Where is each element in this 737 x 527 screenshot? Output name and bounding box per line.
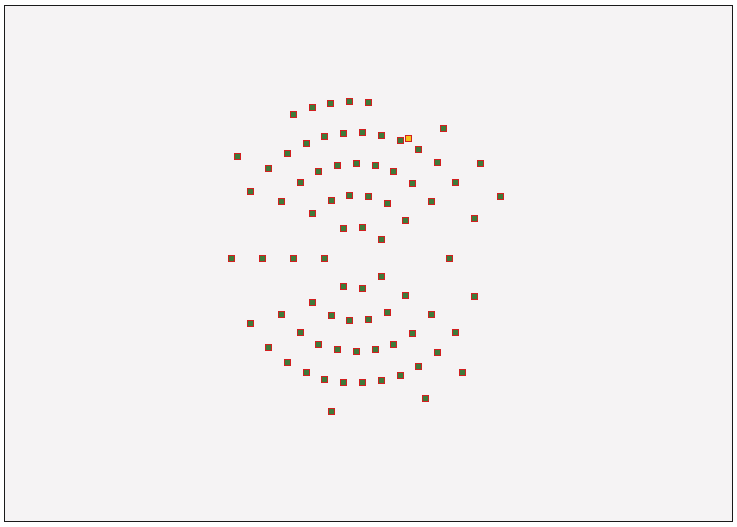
point[interactable] [259, 255, 266, 262]
point[interactable] [471, 293, 478, 300]
point[interactable] [365, 316, 372, 323]
point[interactable] [346, 317, 353, 324]
point[interactable] [415, 363, 422, 370]
point[interactable] [471, 215, 478, 222]
point[interactable] [327, 100, 334, 107]
point[interactable] [297, 179, 304, 186]
point[interactable] [309, 299, 316, 306]
point[interactable] [321, 255, 328, 262]
point[interactable] [315, 168, 322, 175]
point[interactable] [290, 111, 297, 118]
point[interactable] [409, 180, 416, 187]
point[interactable] [290, 255, 297, 262]
point[interactable] [309, 104, 316, 111]
point[interactable] [340, 225, 347, 232]
point[interactable] [265, 344, 272, 351]
point[interactable] [247, 188, 254, 195]
point[interactable] [303, 369, 310, 376]
point[interactable] [390, 168, 397, 175]
point[interactable] [328, 408, 335, 415]
point[interactable] [328, 312, 335, 319]
point[interactable] [346, 98, 353, 105]
point[interactable] [397, 372, 404, 379]
point[interactable] [297, 329, 304, 336]
point[interactable] [440, 125, 447, 132]
point[interactable] [428, 198, 435, 205]
point[interactable] [346, 192, 353, 199]
point[interactable] [315, 341, 322, 348]
point[interactable] [359, 129, 366, 136]
point[interactable] [446, 255, 453, 262]
point[interactable] [359, 224, 366, 231]
point[interactable] [365, 99, 372, 106]
point[interactable] [390, 341, 397, 348]
point[interactable] [402, 292, 409, 299]
point[interactable] [334, 162, 341, 169]
point[interactable] [303, 140, 310, 147]
point[interactable] [340, 379, 347, 386]
point[interactable] [284, 359, 291, 366]
point[interactable] [309, 210, 316, 217]
point[interactable] [353, 348, 360, 355]
point[interactable] [265, 165, 272, 172]
point[interactable] [321, 376, 328, 383]
drawing-canvas[interactable] [4, 5, 733, 522]
point[interactable] [409, 330, 416, 337]
point[interactable] [434, 349, 441, 356]
point[interactable] [278, 198, 285, 205]
point[interactable] [434, 159, 441, 166]
point[interactable] [334, 346, 341, 353]
point[interactable] [384, 200, 391, 207]
point[interactable] [452, 179, 459, 186]
point[interactable] [372, 346, 379, 353]
point[interactable] [365, 193, 372, 200]
point[interactable] [247, 320, 254, 327]
point[interactable] [452, 329, 459, 336]
point[interactable] [378, 236, 385, 243]
point[interactable] [353, 160, 360, 167]
point[interactable] [415, 146, 422, 153]
point[interactable] [284, 150, 291, 157]
point[interactable] [278, 311, 285, 318]
point[interactable] [477, 160, 484, 167]
point[interactable] [459, 369, 466, 376]
point[interactable] [378, 273, 385, 280]
point[interactable] [228, 255, 235, 262]
point[interactable] [340, 130, 347, 137]
selected-point[interactable] [405, 135, 412, 142]
point[interactable] [402, 217, 409, 224]
point[interactable] [321, 133, 328, 140]
point[interactable] [359, 285, 366, 292]
point[interactable] [372, 162, 379, 169]
point[interactable] [340, 283, 347, 290]
point[interactable] [234, 153, 241, 160]
point[interactable] [378, 377, 385, 384]
point[interactable] [384, 309, 391, 316]
point[interactable] [397, 137, 404, 144]
point[interactable] [428, 311, 435, 318]
point[interactable] [359, 379, 366, 386]
point[interactable] [378, 132, 385, 139]
point[interactable] [422, 395, 429, 402]
point[interactable] [497, 193, 504, 200]
point[interactable] [328, 197, 335, 204]
